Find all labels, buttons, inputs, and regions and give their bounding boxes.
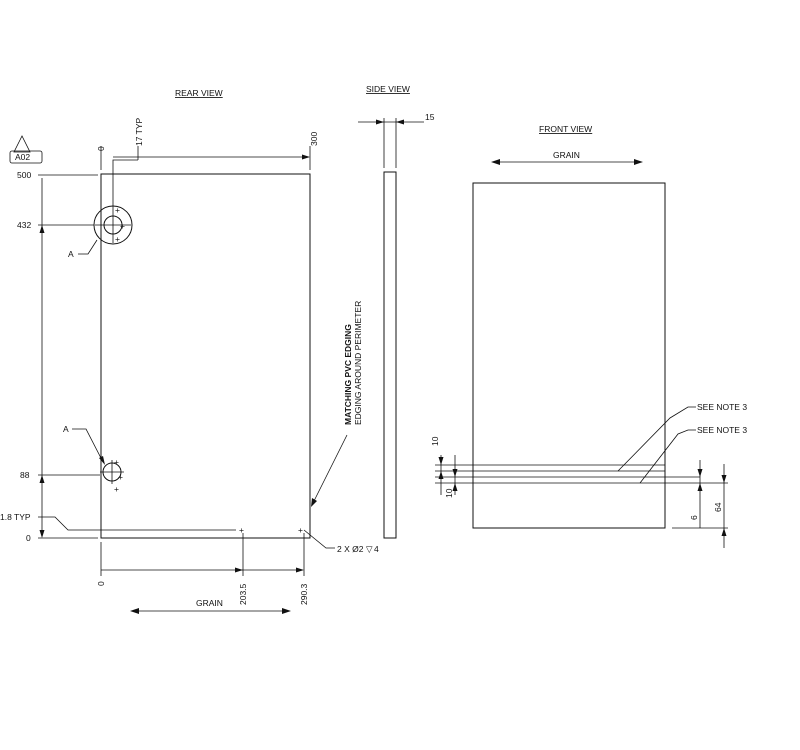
rear-dim-88: 88	[20, 470, 30, 480]
rear-dim-width: 300	[309, 132, 319, 146]
rear-grain-label: GRAIN	[196, 598, 223, 608]
rear-dim-x-zero-top: 0	[96, 146, 106, 151]
rear-hole-note-depth: 4	[374, 544, 379, 554]
edging-note-line1: MATCHING PVC EDGING	[343, 324, 353, 425]
hole-upper-plus-1: +	[115, 205, 120, 215]
front-view: GRAIN 10 10 SEE NOTE 3 SEE NOTE 3 6 64	[430, 150, 747, 548]
rear-plus-left: +	[239, 525, 244, 535]
callout-a-lower: A	[63, 424, 69, 434]
rear-dim-432: 432	[17, 220, 31, 230]
rear-view: 0 300 17 TYP + + + A + + + A	[0, 117, 379, 614]
rear-dim-x-zero-bottom: 0	[96, 581, 106, 586]
front-dim-lower-10: 10	[444, 488, 454, 498]
rear-plus-right: +	[298, 525, 303, 535]
hole-lower: + + +	[100, 457, 124, 494]
hole-lower-plus-1: +	[114, 457, 119, 467]
revision-tag: A02	[9, 135, 43, 164]
rear-dim-1-8-typ: 1.8 TYP	[0, 512, 31, 522]
front-dim-upper-10: 10	[430, 436, 440, 446]
callout-a-upper: A	[68, 249, 74, 259]
side-view-title: SIDE VIEW	[366, 84, 410, 94]
front-note-2: SEE NOTE 3	[697, 425, 747, 435]
rear-dim-17-typ: 17 TYP	[134, 117, 144, 146]
rear-dim-203-5: 203.5	[238, 583, 248, 605]
front-panel-outline	[472, 182, 666, 529]
side-dim-thickness: 15	[425, 112, 435, 122]
revision-tag-label: A02	[15, 152, 30, 162]
front-dim-6: 6	[689, 515, 699, 520]
rear-hole-note-depth-symbol: ▽	[366, 544, 373, 554]
front-note-1: SEE NOTE 3	[697, 402, 747, 412]
hole-lower-plus-3: +	[114, 484, 119, 494]
front-grain-label: GRAIN	[553, 150, 580, 160]
rear-hole-note: 2 X Ø2	[337, 544, 364, 554]
edging-note-line2: EDGING AROUND PERIMETER	[353, 301, 363, 425]
rear-view-title: REAR VIEW	[175, 88, 223, 98]
front-view-title: FRONT VIEW	[539, 124, 592, 134]
hole-lower-plus-2: +	[118, 472, 123, 482]
hole-upper-plus-2: +	[120, 221, 125, 231]
rear-dim-y-zero: 0	[26, 533, 31, 543]
front-dim-64: 64	[713, 502, 723, 512]
side-view: 15	[358, 112, 435, 539]
rear-panel-outline	[100, 173, 311, 539]
side-panel-outline	[383, 171, 397, 539]
hole-upper: + + +	[93, 205, 133, 245]
rear-dim-500: 500	[17, 170, 31, 180]
hole-upper-plus-3: +	[115, 234, 120, 244]
rear-dim-290-3: 290.3	[299, 583, 309, 605]
